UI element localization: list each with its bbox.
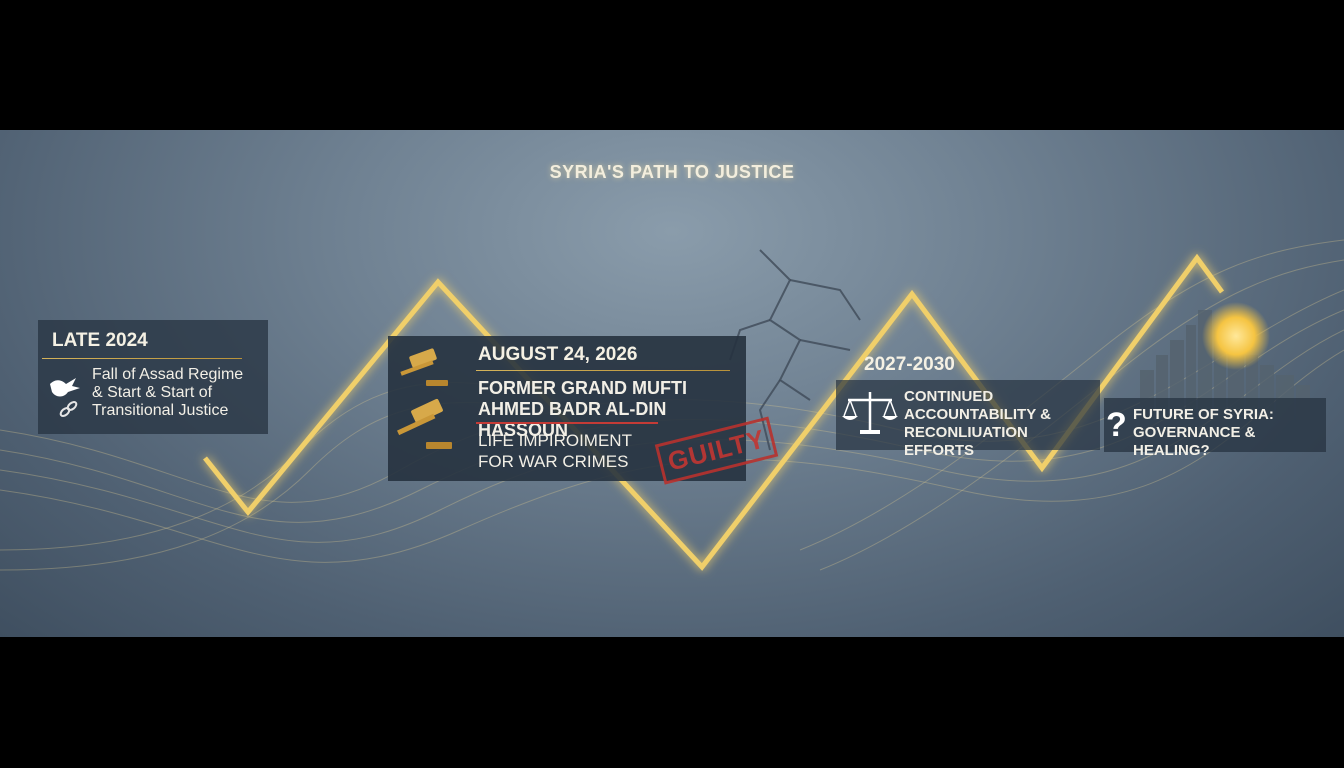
milestone-future: ? FUTURE OF SYRIA: GOVERNANCE & HEALING?: [1104, 398, 1326, 459]
milestone-text: CONTINUED ACCOUNTABILITY & RECONLIUATION…: [904, 388, 1051, 459]
defendant-name: FORMER GRAND MUFTI AHMED BADR AL-DIN HAS…: [478, 378, 687, 440]
dove-broken-chain-icon: [50, 378, 80, 417]
milestone-august-2026: AUGUST 24, 2026 FORMER GRAND MUFTI AHMED…: [388, 336, 779, 485]
timeline-zigzag-line: [203, 253, 1225, 571]
question-mark-icon: ?: [1106, 406, 1127, 444]
divider: [476, 370, 730, 371]
letterbox-top: [0, 0, 1344, 130]
milestone-box: [836, 380, 1100, 450]
scales-icon: [842, 392, 898, 434]
milestone-date: 2027-2030: [864, 354, 955, 375]
page-title: SYRIA'S PATH TO JUSTICE: [549, 162, 795, 182]
milestone-late-2024: LATE 2024 Fall of Assad Regime & Start &…: [38, 320, 268, 434]
milestone-2027-2030: 2027-2030 CONTINUED ACCOUNTABILITY & REC…: [836, 354, 1100, 459]
sentence-text: LIFE IMPIROIMENT FOR WAR CRIMES: [478, 431, 632, 471]
milestone-text: FUTURE OF SYRIA: GOVERNANCE & HEALING?: [1133, 406, 1274, 459]
gavel-icon: [397, 398, 452, 449]
rising-sun: [1202, 302, 1270, 370]
timeline-canvas: SYRIA'S PATH TO JUSTICE LATE 2024 Fall o…: [0, 130, 1344, 637]
milestone-date: AUGUST 24, 2026: [478, 344, 638, 365]
red-divider: [476, 422, 658, 424]
milestone-text: Fall of Assad Regime & Start & Start of …: [92, 366, 244, 419]
gavel-icon: [400, 348, 448, 386]
letterbox-bottom: [0, 637, 1344, 768]
milestone-date: LATE 2024: [52, 330, 148, 351]
cracks: [729, 249, 861, 451]
divider: [42, 358, 242, 359]
